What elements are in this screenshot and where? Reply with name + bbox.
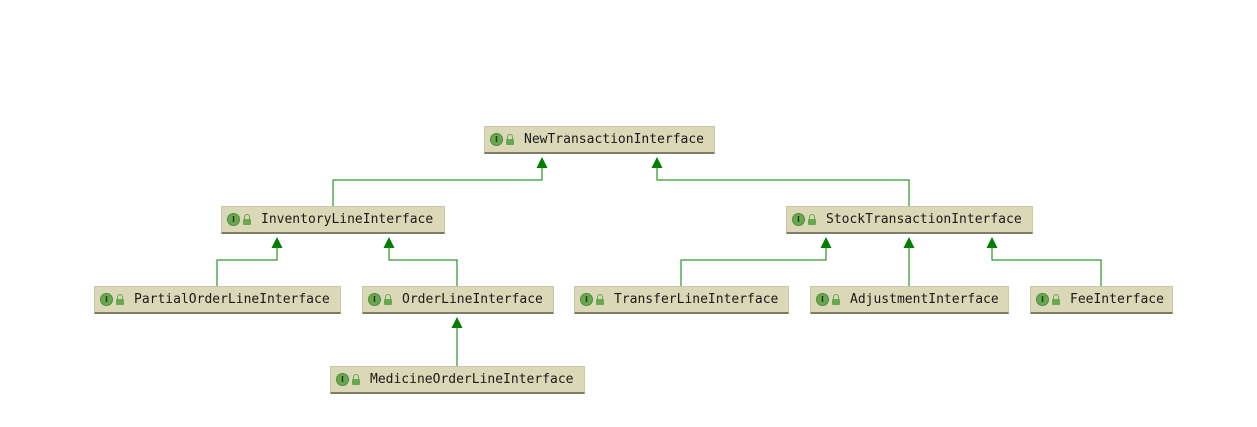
public-lock-icon: [596, 293, 605, 306]
node-adjustment-interface[interactable]: I AdjustmentInterface: [810, 286, 1009, 314]
edge-fee-to-stock-transaction: [986, 237, 1102, 286]
interface-icon: I: [490, 133, 503, 146]
edge-line: [388, 248, 458, 286]
interface-icon: I: [816, 293, 829, 306]
node-new-transaction-interface[interactable]: I NewTransactionInterface: [484, 126, 715, 154]
edge-stock-transaction-to-new-transaction: [651, 157, 910, 206]
edge-line: [216, 248, 278, 286]
node-label: FeeInterface: [1070, 292, 1164, 307]
node-label: OrderLineInterface: [402, 292, 543, 307]
arrowhead-icon: [903, 237, 915, 248]
public-lock-icon: [116, 293, 125, 306]
public-lock-icon: [384, 293, 393, 306]
interface-icon: I: [1036, 293, 1049, 306]
edge-medicine-order-line-to-order-line: [451, 317, 463, 366]
node-stock-transaction-interface[interactable]: I StockTransactionInterface: [786, 206, 1033, 234]
interface-icon: I: [792, 213, 805, 226]
public-lock-icon: [1052, 293, 1061, 306]
node-label: InventoryLineInterface: [261, 212, 434, 227]
interface-icon: I: [580, 293, 593, 306]
node-label: StockTransactionInterface: [826, 212, 1022, 227]
arrowhead-icon: [271, 237, 283, 248]
arrowhead-icon: [536, 157, 548, 168]
edge-line: [332, 168, 543, 206]
edge-order-line-to-inventory-line: [383, 237, 458, 286]
public-lock-icon: [352, 373, 361, 386]
public-lock-icon: [243, 213, 252, 226]
edge-adjustment-to-stock-transaction: [903, 237, 915, 286]
node-partial-order-line-interface[interactable]: I PartialOrderLineInterface: [94, 286, 341, 314]
public-lock-icon: [808, 213, 817, 226]
public-lock-icon: [506, 133, 515, 146]
arrowhead-icon: [820, 237, 832, 248]
node-transfer-line-interface[interactable]: I TransferLineInterface: [574, 286, 789, 314]
interface-icon: I: [227, 213, 240, 226]
edge-transfer-line-to-stock-transaction: [680, 237, 832, 286]
edge-inventory-line-to-new-transaction: [332, 157, 548, 206]
arrowhead-icon: [383, 237, 395, 248]
node-label: PartialOrderLineInterface: [134, 292, 330, 307]
node-order-line-interface[interactable]: I OrderLineInterface: [362, 286, 554, 314]
arrowhead-icon: [986, 237, 998, 248]
arrowhead-icon: [451, 317, 463, 328]
node-medicine-order-line-interface[interactable]: I MedicineOrderLineInterface: [330, 366, 585, 394]
edge-line: [991, 248, 1102, 286]
node-inventory-line-interface[interactable]: I InventoryLineInterface: [221, 206, 445, 234]
node-fee-interface[interactable]: I FeeInterface: [1030, 286, 1173, 314]
edge-line: [656, 168, 910, 206]
edge-line: [680, 248, 827, 286]
public-lock-icon: [832, 293, 841, 306]
interface-icon: I: [368, 293, 381, 306]
node-label: NewTransactionInterface: [524, 132, 705, 147]
node-label: TransferLineInterface: [614, 292, 779, 307]
node-label: AdjustmentInterface: [850, 292, 999, 307]
arrowhead-icon: [651, 157, 663, 168]
interface-icon: I: [100, 293, 113, 306]
interface-icon: I: [336, 373, 349, 386]
node-label: MedicineOrderLineInterface: [370, 372, 574, 387]
edge-partial-order-line-to-inventory-line: [216, 237, 283, 286]
